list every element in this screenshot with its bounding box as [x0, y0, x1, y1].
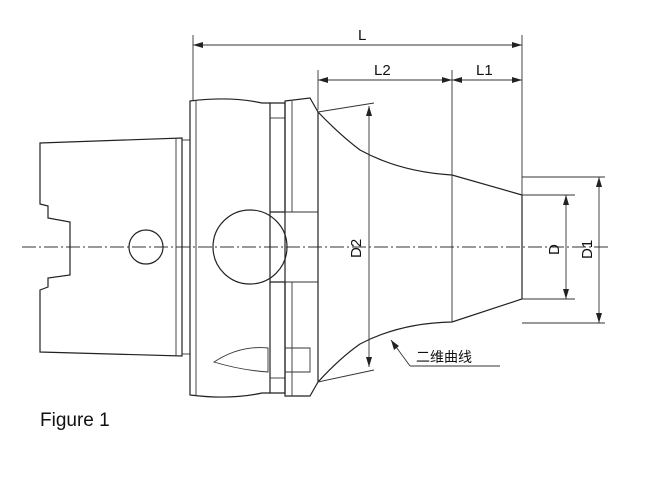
figure-caption: Figure 1	[40, 410, 110, 431]
label-L1: L1	[476, 62, 493, 79]
label-D: D	[546, 244, 563, 255]
dimension-D1: D1	[579, 177, 602, 323]
extension-lines	[192, 35, 605, 324]
label-L2: L2	[374, 62, 391, 79]
dimension-L1: L1	[452, 62, 522, 83]
curve-note: 二维曲线	[416, 350, 472, 366]
drive-hole	[128, 229, 164, 265]
curve-leader: 二维曲线	[390, 339, 500, 367]
label-L: L	[358, 27, 366, 44]
label-D2: D2	[348, 239, 365, 258]
shank	[39, 137, 190, 357]
dimension-D: D	[546, 195, 569, 299]
nose	[317, 102, 523, 383]
flange	[189, 97, 319, 398]
dimension-L: L	[193, 27, 522, 48]
dimension-L2: L2	[318, 62, 452, 83]
dimension-D2: D2	[348, 106, 372, 367]
side-port	[212, 209, 288, 285]
label-D1: D1	[579, 240, 596, 259]
